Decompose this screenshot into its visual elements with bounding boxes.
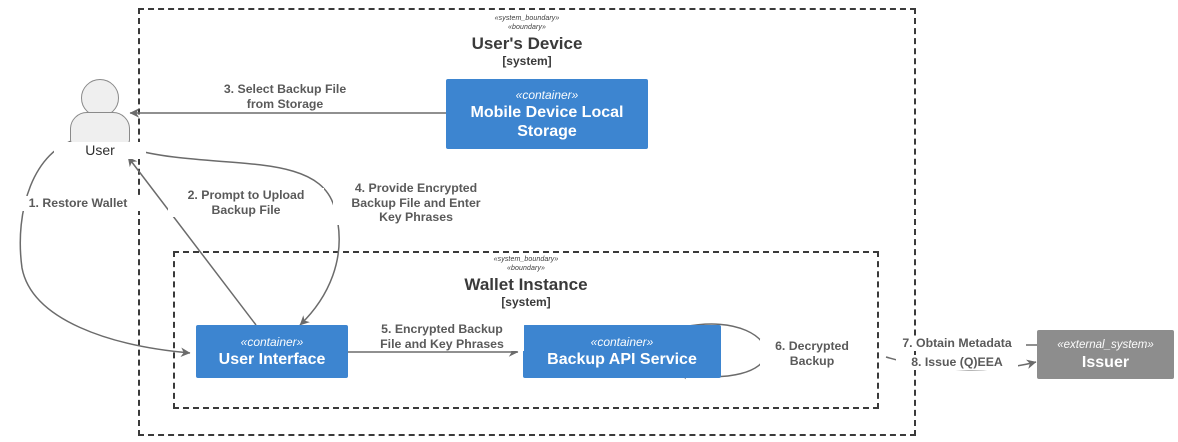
node-mobile-device-local-storage[interactable]: «container» Mobile Device Local Storage: [446, 79, 648, 149]
actor-head-icon: [81, 79, 119, 117]
edge-label-3: 3. Select Backup File from Storage: [190, 82, 380, 111]
boundary-users-device-subtitle: [system]: [502, 54, 552, 68]
node-backup-api-service[interactable]: «container» Backup API Service: [523, 325, 721, 378]
boundary-stereotype-boundary: «boundary»: [507, 265, 545, 272]
boundary-wallet-instance-subtitle: [system]: [501, 295, 551, 309]
edge-label-7: 7. Obtain Metadata: [888, 336, 1026, 351]
node-user-interface[interactable]: «container» User Interface: [196, 325, 348, 378]
edge-label-2: 2. Prompt to Upload Backup File: [168, 188, 324, 217]
boundary-stereotype-system: «system_boundary»: [493, 256, 559, 263]
boundary-users-device-title: User's Device: [471, 34, 583, 53]
boundary-users-device-header: «system_boundary» «boundary» User's Devi…: [140, 14, 914, 69]
edge-label-5: 5. Encrypted Backup File and Key Phrases: [360, 322, 524, 351]
boundary-stereotype-system: «system_boundary»: [494, 15, 560, 22]
node-stereotype: «container»: [515, 87, 579, 102]
node-title: Backup API Service: [547, 350, 697, 368]
boundary-wallet-instance-title: Wallet Instance: [464, 275, 588, 294]
node-stereotype: «external_system»: [1057, 338, 1154, 351]
node-title: Issuer: [1081, 353, 1130, 371]
node-title: User Interface: [218, 350, 326, 368]
edge-label-1: 1. Restore Wallet: [12, 196, 144, 211]
boundary-stereotype-boundary: «boundary»: [508, 24, 546, 31]
actor-user-label: User: [54, 142, 146, 159]
node-title: Mobile Device Local Storage: [470, 103, 624, 140]
edge-label-8: 8. Issue (Q)EEA: [896, 355, 1018, 370]
actor-body-icon: [70, 112, 130, 145]
node-stereotype: «container»: [590, 334, 654, 349]
boundary-wallet-instance-header: «system_boundary» «boundary» Wallet Inst…: [175, 255, 877, 310]
node-issuer[interactable]: «external_system» Issuer: [1037, 330, 1174, 379]
node-stereotype: «container»: [240, 334, 304, 349]
edge-label-4: 4. Provide Encrypted Backup File and Ent…: [333, 181, 499, 225]
edge-label-6: 6. Decrypted Backup: [760, 339, 864, 368]
